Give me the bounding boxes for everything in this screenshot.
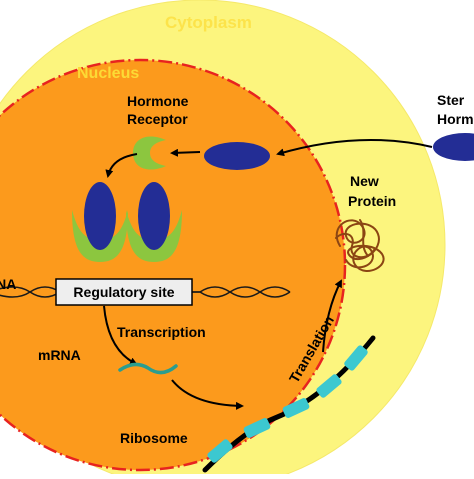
receptor-icon — [133, 136, 166, 170]
ribosome-icon-1 — [207, 439, 233, 463]
hormone-to-receptor-arrow — [170, 148, 201, 157]
ribosome-icon-4 — [316, 374, 342, 398]
steroid-hormone-label-line2: Horm — [437, 111, 474, 127]
new-protein-label-line2: Protein — [348, 193, 396, 209]
transcription-arrow — [103, 305, 138, 365]
hormone-receptor-label-line1: Hormone — [127, 93, 189, 109]
new-protein-label-line1: New — [350, 173, 379, 189]
transcription-label: Transcription — [117, 324, 206, 340]
mrna-strand — [118, 362, 178, 375]
ribosome-icon-5 — [344, 345, 368, 371]
steroid-hormone-icon — [204, 142, 270, 170]
mrna-label: mRNA — [38, 347, 81, 363]
ribosome-icon-3 — [282, 398, 310, 418]
ribosome-label: Ribosome — [120, 430, 188, 446]
translation-arrow — [322, 279, 342, 353]
hormone-entry-arrow — [276, 138, 433, 157]
dna-label: DNA — [0, 276, 16, 292]
regulatory-site-box — [55, 278, 193, 306]
steroid-hormone-label-line1: Ster — [437, 92, 465, 108]
nucleus-label: Nucleus — [77, 65, 139, 82]
regulatory-site-label: Regulatory site — [73, 284, 174, 300]
dna-strand-2 — [0, 286, 291, 298]
hormone-receptor-label-line2: Receptor — [127, 111, 188, 127]
dimer-right-hormone-icon — [138, 182, 170, 250]
ribosome-icon-2 — [243, 418, 271, 438]
steroid-hormone-outside-icon — [433, 133, 474, 161]
dimer-right-receptor-icon — [126, 210, 182, 262]
dimer-left-hormone-icon — [84, 182, 116, 250]
mrna-export-arrow — [171, 379, 244, 410]
receptor-to-dimer-arrow — [105, 153, 138, 178]
new-protein-icon — [335, 219, 385, 272]
dna-strand-1 — [0, 286, 291, 298]
dimer-left-receptor-icon — [72, 210, 128, 262]
cytoplasm-label: Cytoplasm — [165, 13, 252, 32]
